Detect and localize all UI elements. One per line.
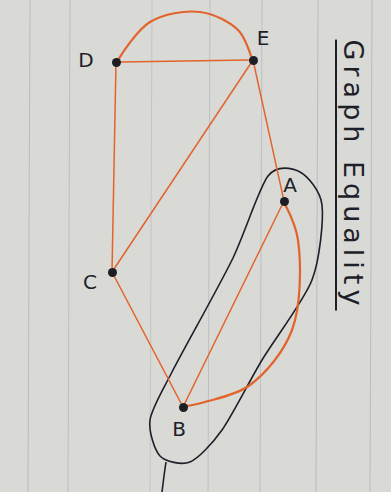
ruled-line [370,0,372,492]
grouping-loop [150,168,323,463]
vertex-label: C [83,272,97,292]
graph-edge [254,64,283,196]
vertex-label: E [257,28,270,48]
graph-edge [114,276,181,403]
graph-edge [185,205,282,403]
graph-edge [121,60,249,62]
ruled-line [316,0,318,492]
graph-vertex: B [179,403,188,412]
loop-tail [162,462,166,492]
graph-vertex: C [108,268,117,277]
ruled-line [208,0,210,492]
graph-vertex: E [249,56,258,65]
ruled-line [68,0,70,492]
graph-vertex: A [280,197,289,206]
graph-edge [114,64,250,269]
vertex-label: D [78,50,93,70]
vertex-label: B [172,419,186,439]
graph-edge [187,205,300,406]
graph-edge [112,66,116,267]
vertex-label: A [283,175,297,195]
graph-vertex: D [112,58,121,67]
graph-edge [119,12,251,59]
page-title: Graph Equality [335,40,369,311]
ruled-line [28,0,30,492]
